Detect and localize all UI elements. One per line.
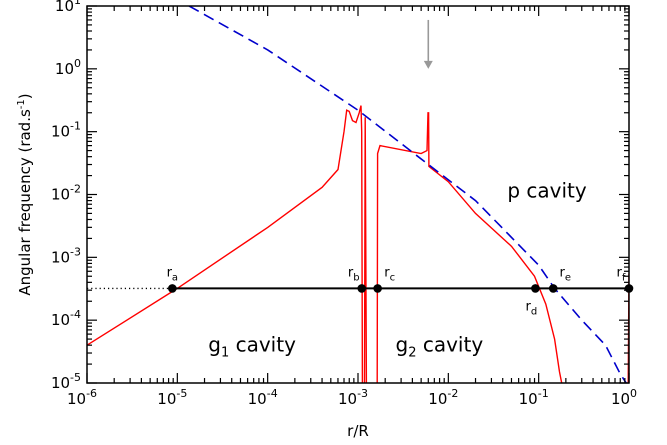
x-tick-label: 10-3 bbox=[338, 387, 368, 408]
x-axis-label: r/R bbox=[347, 422, 369, 440]
cavity-label-1: g1 cavity bbox=[208, 332, 296, 360]
point-label-rb: rb bbox=[348, 265, 360, 283]
y-tick-label: 100 bbox=[55, 57, 81, 78]
points-layer: ra rb rc rd re rf bbox=[167, 265, 634, 317]
point-label-rf: rf bbox=[617, 265, 626, 283]
y-tick-label: 10-5 bbox=[51, 371, 81, 392]
series-1-line-0 bbox=[188, 6, 627, 383]
point-label-ra: ra bbox=[167, 265, 179, 283]
y-axis-label-main: Angular frequency (rad.s bbox=[16, 109, 34, 296]
arrow-head bbox=[423, 60, 433, 69]
y-tick-label: 10-2 bbox=[51, 183, 81, 204]
cavity-label-2: g2 cavity bbox=[395, 332, 483, 360]
series-0-line-0 bbox=[87, 105, 364, 383]
point-label-rc: rc bbox=[384, 265, 395, 283]
annotations-layer: p cavity g1 cavity g2 cavity bbox=[208, 19, 587, 360]
point-ra bbox=[168, 284, 177, 293]
x-tick-label: 10-4 bbox=[248, 387, 278, 408]
y-axis-label-close: ) bbox=[16, 93, 34, 99]
point-label-re: re bbox=[559, 265, 571, 283]
series-0-line-2 bbox=[376, 112, 563, 383]
x-tick-label: 100 bbox=[611, 387, 637, 408]
point-re bbox=[548, 284, 558, 293]
y-tick-label: 10-1 bbox=[51, 120, 81, 141]
x-tick-label: 10-2 bbox=[428, 387, 458, 408]
x-tick-label: 10-1 bbox=[519, 387, 549, 408]
point-rc bbox=[373, 284, 382, 293]
y-tick-label: 101 bbox=[55, 0, 81, 15]
series-0-line-1 bbox=[363, 117, 368, 383]
point-label-rd: rd bbox=[526, 299, 538, 317]
y-axis-label: Angular frequency (rad.s-1) bbox=[16, 93, 34, 295]
y-tick-label: 10-4 bbox=[51, 308, 81, 329]
y-tick-label: 10-3 bbox=[51, 245, 81, 266]
cavity-label-0: p cavity bbox=[507, 178, 587, 202]
y-axis-label-exponent: -1 bbox=[16, 99, 27, 109]
x-tick-label: 10-5 bbox=[157, 387, 187, 408]
point-rb bbox=[357, 284, 367, 293]
x-tick-label: 10-6 bbox=[67, 387, 97, 408]
point-rd bbox=[531, 284, 540, 293]
